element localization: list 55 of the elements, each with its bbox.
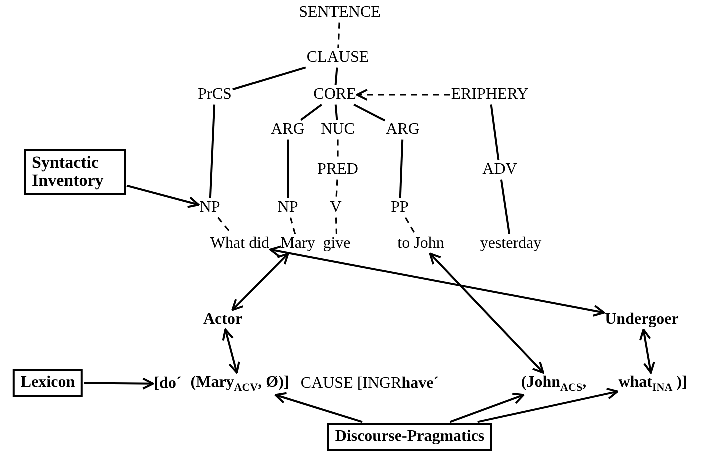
tree-node-label: PRED xyxy=(318,161,358,179)
arrow xyxy=(126,184,200,208)
tree-node-label: V xyxy=(330,199,342,217)
formula-text: CAUSE [INGRhave´ xyxy=(300,375,440,393)
tree-line xyxy=(338,22,340,48)
formula-term: what$_{INA}$ )] xyxy=(618,374,688,394)
arrow xyxy=(274,392,363,424)
component-box: Discourse-Pragmatics xyxy=(327,423,493,451)
role-label: Undergoer xyxy=(605,311,679,329)
tree-line xyxy=(287,140,289,198)
tree-line xyxy=(335,218,338,234)
tree-node-label: ERIPHERY xyxy=(451,86,529,104)
tree-node-label: PP xyxy=(391,199,409,217)
sentence-word: to John xyxy=(398,235,444,253)
sentence-word: give xyxy=(323,235,351,253)
arrow xyxy=(84,378,154,390)
arrow xyxy=(478,388,619,424)
arrow xyxy=(429,252,544,374)
arrow xyxy=(450,392,525,424)
tree-node-label: PrCS xyxy=(198,86,232,104)
tree-node-label: ARG xyxy=(386,121,420,139)
tree-line xyxy=(290,218,296,234)
arrow xyxy=(222,328,240,374)
tree-node-label: SENTENCE xyxy=(299,4,381,22)
sentence-word: What did xyxy=(210,235,270,253)
tree-node-label: NP xyxy=(200,199,220,217)
tree-line xyxy=(334,68,338,86)
tree-line xyxy=(405,217,416,235)
tree-node-label: ADV xyxy=(482,161,518,179)
arrow xyxy=(639,328,656,374)
tree-line xyxy=(232,66,306,91)
tree-line xyxy=(209,104,216,198)
tree-line xyxy=(336,180,338,198)
role-label: Actor xyxy=(203,311,243,329)
component-box: Lexicon xyxy=(12,369,84,397)
tree-line xyxy=(399,140,404,198)
tree-node-label: NP xyxy=(278,199,298,217)
sentence-word: Mary xyxy=(280,235,316,253)
tree-line xyxy=(354,104,386,122)
tree-node-label: NUC xyxy=(321,121,355,139)
component-box: Syntactic Inventory xyxy=(24,149,126,195)
arrow xyxy=(356,89,450,101)
tree-node-label: CLAUSE xyxy=(306,49,370,67)
tree-line xyxy=(500,180,511,234)
tree-line xyxy=(300,104,322,121)
formula-term: (Mary$_{ACV}$, Ø)] xyxy=(190,374,290,394)
arrow xyxy=(232,252,290,312)
tree-node-label: CORE xyxy=(314,86,356,104)
tree-line xyxy=(334,104,338,120)
tree-node-label: ARG xyxy=(271,121,305,139)
tree-line xyxy=(490,104,500,160)
formula-term: [do´ xyxy=(154,375,182,393)
formula-term: (John$_{ACS}$, xyxy=(521,374,587,394)
arrow xyxy=(270,246,606,317)
sentence-word: yesterday xyxy=(480,235,542,253)
